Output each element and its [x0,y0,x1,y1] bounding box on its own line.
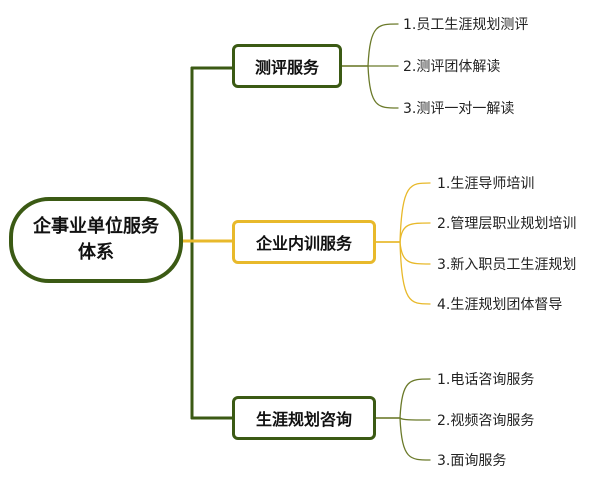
branch-label: 生涯规划咨询 [255,410,352,429]
branch-node-training[interactable]: 企业内训服务 [232,220,376,264]
leaf-item[interactable]: 2.测评团体解读 [403,59,501,75]
root-node[interactable]: 企事业单位服务体系 [9,197,183,283]
leaf-item[interactable]: 3.面询服务 [437,453,507,469]
leaf-item[interactable]: 3.新入职员工生涯规划 [437,257,577,273]
leaf-connector-line [375,182,431,243]
leaf-item[interactable]: 4.生涯规划团体督导 [437,297,563,313]
leaf-item[interactable]: 1.员工生涯规划测评 [403,17,529,33]
branch-label: 测评服务 [254,58,319,77]
leaf-item[interactable]: 3.测评一对一解读 [403,101,515,117]
leaf-connector-line [375,241,431,305]
leaf-item[interactable]: 1.电话咨询服务 [437,372,535,388]
leaf-connector-line [341,23,399,67]
branch-node-assessment[interactable]: 测评服务 [232,44,342,88]
branch-node-consulting[interactable]: 生涯规划咨询 [232,396,376,440]
leaf-item[interactable]: 2.视频咨询服务 [437,413,535,429]
leaf-connector-line [375,222,431,243]
leaf-connector-line [375,241,431,265]
leaf-connector-line [375,378,431,419]
leaf-item[interactable]: 1.生涯导师培训 [437,176,535,192]
leaf-connector-line [341,65,399,109]
leaf-item[interactable]: 2.管理层职业规划培训 [437,216,577,232]
branch-label: 企业内训服务 [255,234,352,253]
root-label: 企事业单位服务体系 [33,216,159,263]
leaf-connector-line [375,417,431,461]
